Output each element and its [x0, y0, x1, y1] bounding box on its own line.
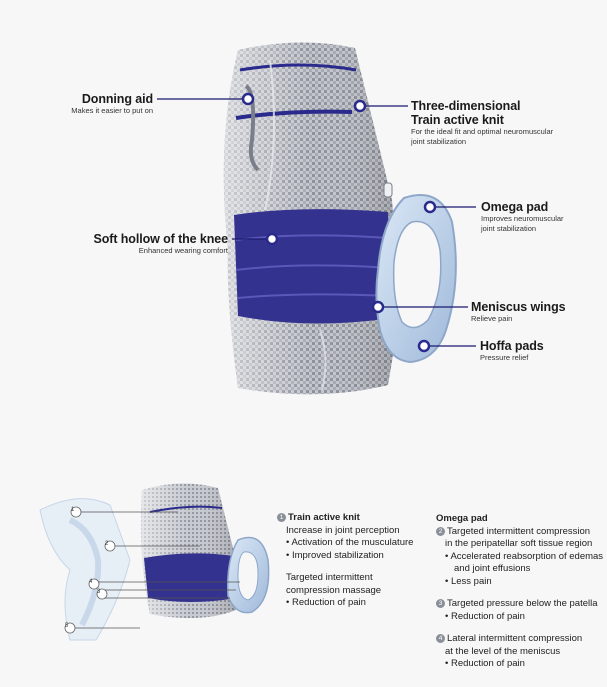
knit-sub-2: joint stabilization: [411, 137, 467, 146]
knit-dot: [353, 99, 367, 113]
knit-title-1: Three-dimensional: [411, 99, 521, 113]
omega-ab1: • Accelerated reabsorption of edemas: [445, 550, 604, 562]
omega-n3: 3: [436, 599, 445, 608]
omega-n4: 4: [436, 634, 445, 643]
callout-lines: [157, 98, 476, 347]
omega-ab1b: and joint effusions: [454, 563, 531, 574]
brace-body: [223, 42, 400, 395]
train-l1: Increase in joint perception: [286, 524, 400, 536]
train-l2: Targeted intermittent: [286, 572, 373, 583]
omega-pad: [375, 194, 457, 364]
callout-hollow: Soft hollow of the knee Enhanced wearing…: [70, 232, 228, 256]
meniscus-dot: [371, 300, 385, 314]
omega-db1: • Reduction of pain: [445, 658, 525, 669]
marker-4: 4: [89, 579, 93, 585]
marker-1: 1: [71, 507, 75, 513]
omega-dot: [423, 200, 437, 214]
callout-dots: [241, 92, 437, 353]
train-l3: compression massage: [286, 584, 382, 596]
omega-sub-2: joint stabilization: [481, 224, 537, 233]
donning-dot: [241, 92, 255, 106]
marker-5: 5: [65, 623, 69, 629]
omega-a1: Targeted intermittent compression: [447, 525, 591, 537]
omega-sub-1: Improves neuromuscular: [481, 214, 564, 223]
omega-d1: Lateral intermittent compression: [447, 633, 583, 644]
omega-a2: in the peripatellar soft tissue region: [445, 538, 593, 549]
meniscus-sub: Relieve pain: [471, 314, 513, 323]
omega-ab2: • Less pain: [445, 575, 492, 587]
marker-2: 2: [105, 541, 109, 547]
marker-3: 3: [97, 589, 101, 595]
train-b1: • Activation of the musculature: [286, 537, 414, 548]
omega-cb1: • Reduction of pain: [445, 610, 525, 622]
small-illustration: [39, 483, 270, 641]
callout-omega: Omega pad Improves neuromuscular joint s…: [481, 200, 601, 234]
callout-hoffa: Hoffa pads Pressure relief: [480, 339, 600, 363]
knit-sub-1: For the ideal fit and optimal neuromuscu…: [411, 127, 554, 136]
omega-n2: 2: [436, 526, 445, 536]
hollow-title: Soft hollow of the knee: [93, 232, 228, 246]
train-b3: • Reduction of pain: [286, 597, 366, 608]
omega-c1: Targeted pressure below the patella: [447, 598, 598, 609]
hollow-dot: [265, 232, 279, 246]
donning-sub: Makes it easier to put on: [71, 106, 153, 115]
omega-info-heading: Omega pad: [436, 513, 488, 524]
hoffa-dot: [417, 339, 431, 353]
meniscus-title: Meniscus wings: [471, 300, 566, 314]
hoffa-sub: Pressure relief: [480, 353, 529, 362]
train-b2: • Improved stabilization: [286, 549, 384, 561]
hoffa-title: Hoffa pads: [480, 339, 544, 353]
omega-title: Omega pad: [481, 200, 549, 214]
knit-title-2: Train active knit: [411, 113, 504, 127]
train-heading: Train active knit: [288, 512, 360, 523]
callout-meniscus: Meniscus wings Relieve pain: [471, 300, 601, 324]
donning-title: Donning aid: [81, 92, 153, 106]
callout-knit: Three-dimensional Train active knit For …: [411, 99, 601, 147]
omega-d2: at the level of the meniscus: [445, 645, 561, 657]
hollow-sub: Enhanced wearing comfort: [138, 246, 228, 255]
callout-donning: Donning aid Makes it easier to put on: [40, 92, 153, 116]
train-num: 1: [277, 513, 286, 522]
